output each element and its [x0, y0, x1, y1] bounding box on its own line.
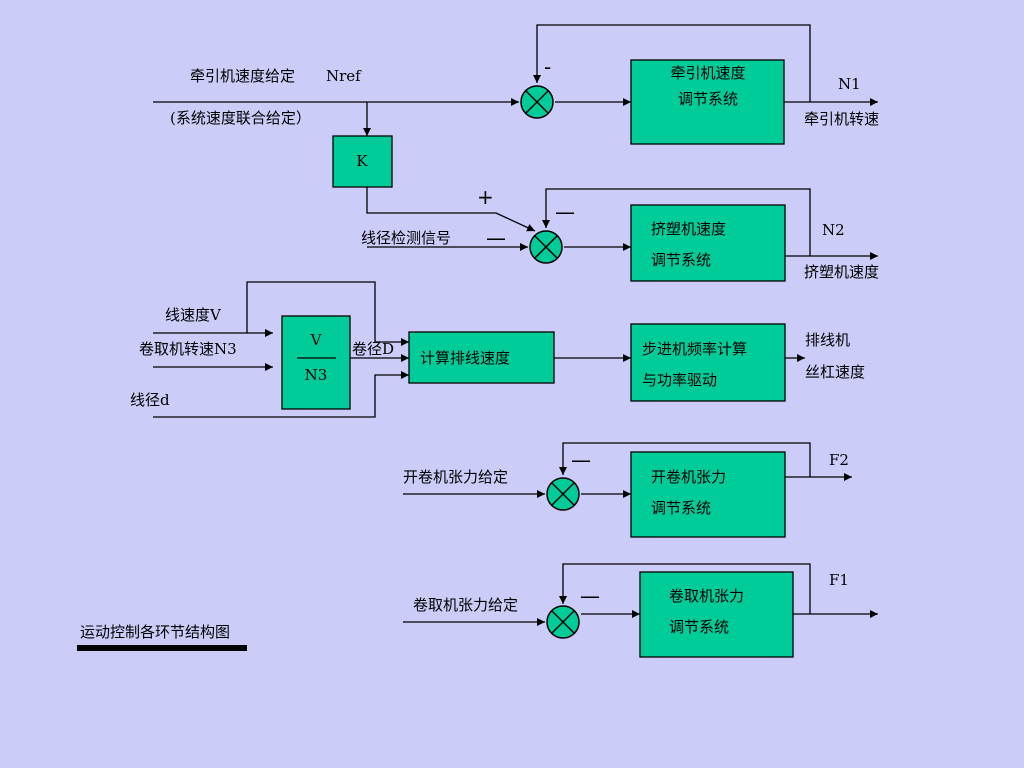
stepper-block-line1: 步进机频率计算 [642, 340, 747, 358]
extruder-output-label: 挤塑机速度 [804, 263, 879, 281]
extruder-sum-junction [529, 230, 563, 264]
extruder-speed-block [630, 204, 786, 282]
wire-dia-label: 线径d [130, 391, 170, 409]
traction-sum-junction [520, 85, 554, 119]
caption-underline [77, 645, 247, 651]
traction-block-line1: 牵引机速度 [670, 64, 745, 82]
n2-label: N2 [822, 221, 845, 239]
unwind-feedback-line [559, 442, 811, 477]
line-speed-bypass [246, 281, 409, 346]
f1-label: F1 [829, 571, 849, 589]
traction-speed-block [630, 59, 785, 145]
diameter-detect-label: 线径检测信号 [361, 229, 451, 247]
traction-output-label: 牵引机转速 [804, 110, 879, 128]
traction-feedback-minus-sign: - [544, 55, 551, 79]
detect-minus-sign: — [486, 226, 506, 250]
traction-feedback-line [533, 24, 811, 102]
coil-dia-label: 卷径D [352, 340, 394, 358]
winder-tension-loop: 卷取机张力 调节系统 卷取机张力给定 — F1 [403, 563, 878, 658]
ratio-block [281, 315, 351, 410]
cable-guide-label-line1: 排线机 [805, 331, 850, 349]
unwind-block-line2: 调节系统 [651, 499, 711, 517]
unwind-block-line1: 开卷机张力 [651, 468, 726, 486]
extruder-block-line2: 调节系统 [651, 251, 711, 269]
diagram-caption: 运动控制各环节结构图 [80, 623, 230, 641]
unwind-tension-loop: 开卷机张力 调节系统 开卷机张力给定 — F2 [403, 442, 852, 538]
unwind-tension-block [630, 451, 786, 538]
f2-label: F2 [829, 451, 849, 469]
calc-cable-speed-block [408, 331, 555, 384]
winder-block-line1: 卷取机张力 [669, 587, 744, 605]
stepper-drive-block [630, 323, 786, 402]
wire-dia-input [153, 371, 409, 418]
traction-block-line2: 调节系统 [678, 90, 738, 108]
k-gain-block [332, 135, 393, 188]
k-to-junction-line [366, 187, 536, 232]
line-speed-label: 线速度V [165, 306, 222, 324]
winder-sum-junction [546, 605, 580, 639]
unwind-feedback-minus-sign: — [571, 448, 591, 472]
cable-guide-label-line2: 丝杠速度 [805, 363, 865, 381]
k-block-label: K [356, 152, 368, 170]
winder-tension-ref-label: 卷取机张力给定 [413, 596, 518, 614]
winder-tension-block [639, 571, 794, 658]
k-plus-sign: + [477, 185, 494, 209]
extruder-feedback-minus-sign: — [555, 200, 575, 224]
winder-feedback-minus-sign: — [580, 584, 600, 608]
unwind-sum-junction [546, 477, 580, 511]
winder-block-line2: 调节系统 [669, 618, 729, 636]
traction-loop: 牵引机速度 调节系统 牵引机速度给定 Nref (系统速度联合给定） N1 牵引… [153, 24, 879, 145]
system-speed-link-label: (系统速度联合给定） [170, 109, 311, 127]
stepper-block-line2: 与功率驱动 [642, 371, 717, 389]
cable-guide-section: V N3 计算排线速度 步进机频率计算 与功率驱动 线速度V 卷取机转速N3 线… [130, 281, 865, 418]
nref-label: Nref [326, 67, 362, 85]
extruder-feedback-line [542, 188, 811, 256]
n1-label: N1 [838, 75, 861, 93]
unwind-tension-ref-label: 开卷机张力给定 [403, 468, 508, 486]
ratio-denominator: N3 [305, 366, 328, 384]
extruder-loop: K 挤塑机速度 调节系统 + — — 线径检测信号 N2 挤塑机速度 [332, 135, 879, 282]
diagram-caption-group: 运动控制各环节结构图 [77, 623, 247, 651]
traction-speed-ref-label: 牵引机速度给定 [190, 67, 295, 85]
extruder-block-line1: 挤塑机速度 [651, 220, 726, 238]
winder-feedback-line [559, 563, 811, 614]
winder-speed-label: 卷取机转速N3 [139, 340, 237, 358]
ratio-numerator: V [310, 331, 323, 349]
calc-cable-speed-text: 计算排线速度 [420, 349, 510, 367]
